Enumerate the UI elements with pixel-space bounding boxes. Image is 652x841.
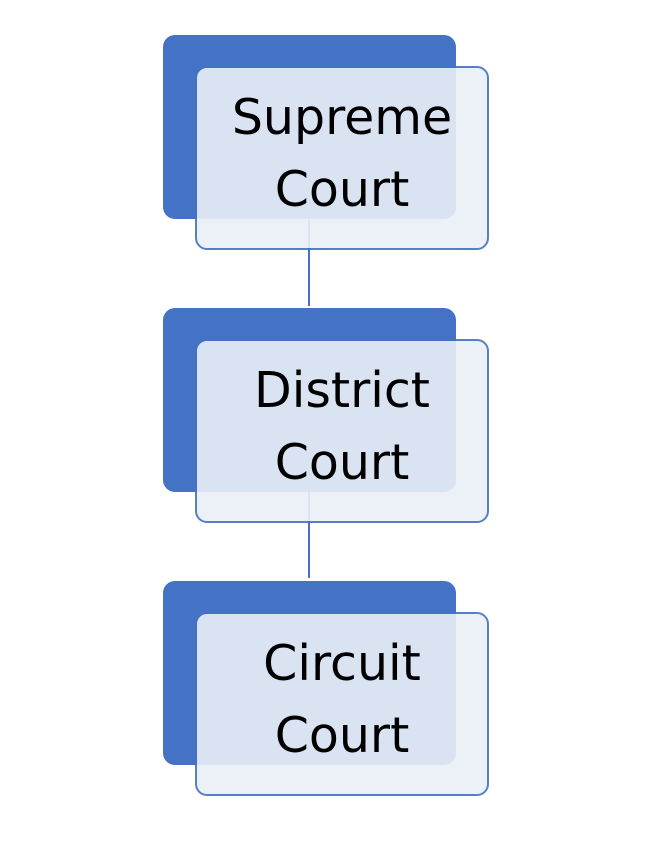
node-supreme-court: Supreme Court (0, 35, 652, 255)
node-box (195, 66, 489, 250)
node-box (195, 339, 489, 523)
node-circuit-court: Circuit Court (0, 581, 652, 801)
node-district-court: District Court (0, 308, 652, 528)
connector-district-circuit (308, 492, 310, 578)
node-label: Supreme Court (231, 89, 453, 218)
node-label: District Court (254, 362, 430, 491)
node-label: Circuit Court (263, 635, 421, 764)
connector-supreme-district (308, 220, 310, 306)
node-box (195, 612, 489, 796)
